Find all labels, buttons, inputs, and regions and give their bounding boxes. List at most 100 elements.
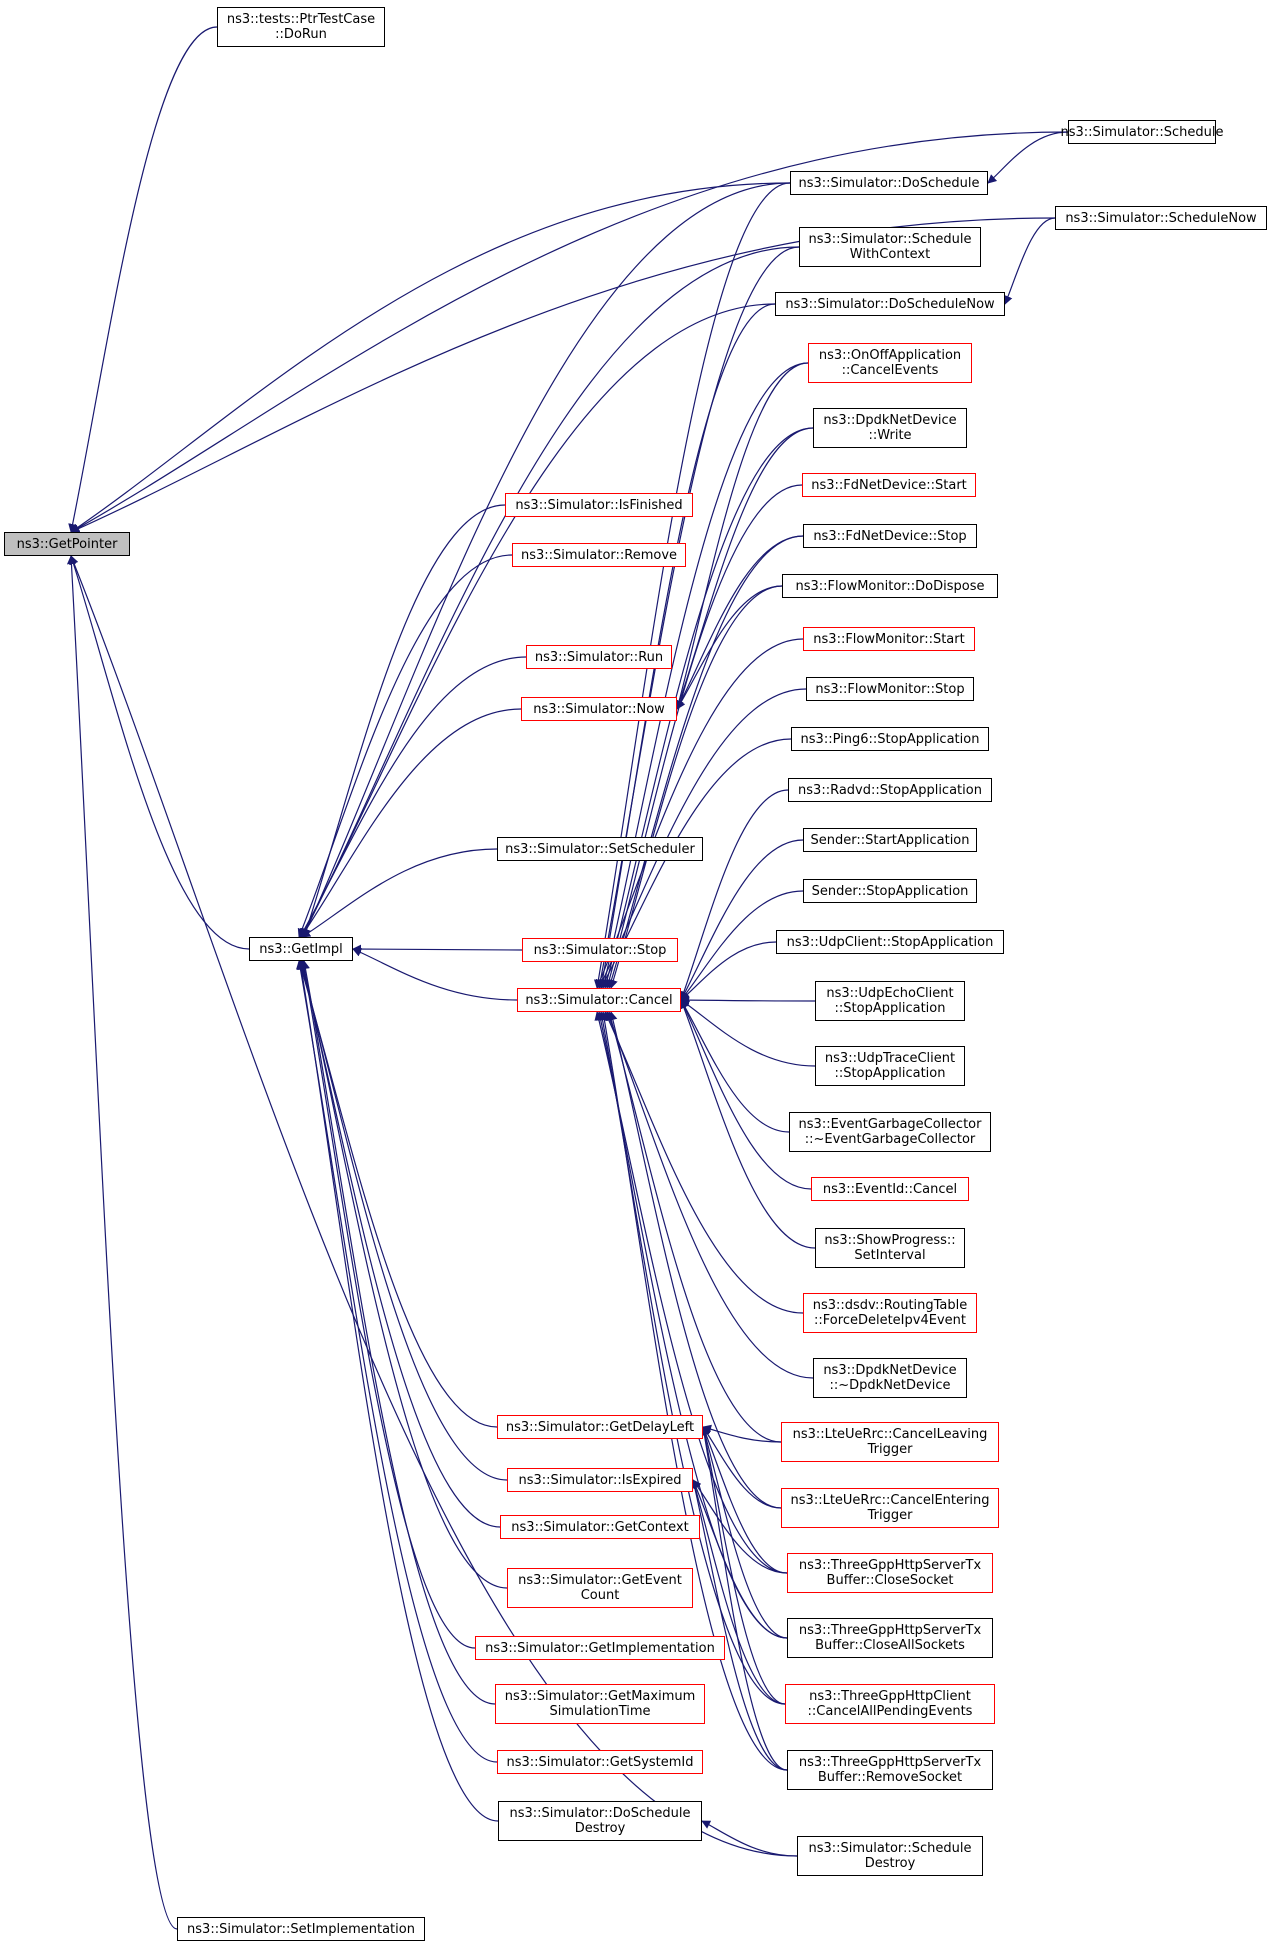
- edge-now-to-getimpl: [300, 708, 522, 938]
- graph-node-now[interactable]: ns3::Simulator::Now: [521, 697, 677, 721]
- graph-node-label: ns3::Simulator::Remove: [520, 547, 678, 563]
- edge-ptrtestcase-to-getpointer: [68, 26, 218, 533]
- graph-node-run[interactable]: ns3::Simulator::Run: [526, 645, 672, 669]
- graph-node-label: ::CancelAllPendingEvents: [807, 1704, 973, 1719]
- edge-getmaximum-to-getimpl: [301, 960, 496, 1705]
- graph-node-label: Buffer::RemoveSocket: [817, 1770, 963, 1785]
- graph-node-getdelayleft[interactable]: ns3::Simulator::GetDelayLeft: [497, 1415, 703, 1439]
- graph-node-tgppcancelall[interactable]: ns3::ThreeGppHttpClient::CancelAllPendin…: [785, 1684, 995, 1724]
- graph-node-udpclientstop[interactable]: ns3::UdpClient::StopApplication: [776, 930, 1004, 954]
- graph-node-label: ::Write: [868, 428, 912, 443]
- graph-node-label: ns3::GetPointer: [16, 536, 118, 552]
- edge-setimplementation-to-getpointer: [66, 555, 178, 1930]
- graph-node-label: ns3::ThreeGppHttpServerTx: [798, 1558, 982, 1573]
- graph-node-label: ns3::UdpTraceClient: [824, 1051, 956, 1066]
- edge-ltecancelentering-to-getdelayleft: [702, 1426, 782, 1509]
- graph-node-label: ns3::Simulator::DoSchedule: [509, 1806, 691, 1821]
- graph-node-doschedule[interactable]: ns3::Simulator::DoSchedule: [790, 171, 988, 195]
- graph-node-senderstop[interactable]: Sender::StopApplication: [803, 879, 977, 903]
- graph-node-label: ns3::Simulator::DoSchedule: [798, 175, 980, 191]
- graph-node-label: ns3::Simulator::IsFinished: [515, 497, 683, 513]
- graph-node-showprogress[interactable]: ns3::ShowProgress::SetInterval: [815, 1228, 965, 1268]
- graph-node-label: ns3::Simulator::ScheduleNow: [1065, 210, 1257, 226]
- edge-doschedule-to-getpointer: [70, 182, 791, 533]
- graph-node-label: ns3::dsdv::RoutingTable: [812, 1298, 968, 1313]
- graph-node-schedule[interactable]: ns3::Simulator::Schedule: [1060, 120, 1224, 144]
- graph-node-doschedulenow[interactable]: ns3::Simulator::DoScheduleNow: [775, 292, 1005, 316]
- edge-schedule-to-doschedule: [987, 131, 1069, 184]
- graph-node-isexpired[interactable]: ns3::Simulator::IsExpired: [507, 1468, 693, 1492]
- graph-node-onoffcancel[interactable]: ns3::OnOffApplication::CancelEvents: [808, 343, 972, 383]
- graph-node-dpdkwrite[interactable]: ns3::DpdkNetDevice::Write: [813, 408, 967, 448]
- graph-node-fmstart[interactable]: ns3::FlowMonitor::Start: [803, 627, 975, 651]
- edge-ltecancelleaving-to-cancel: [606, 1011, 782, 1443]
- graph-node-getsystemid[interactable]: ns3::Simulator::GetSystemId: [497, 1750, 703, 1774]
- graph-node-ping6stop[interactable]: ns3::Ping6::StopApplication: [791, 727, 989, 751]
- graph-node-label: ::~DpdkNetDevice: [829, 1378, 951, 1393]
- graph-node-fdstart[interactable]: ns3::FdNetDevice::Start: [802, 473, 976, 497]
- edge-getevent-to-getimpl: [299, 960, 508, 1589]
- graph-node-label: ns3::Simulator::GetDelayLeft: [505, 1419, 695, 1435]
- graph-node-setimplementation[interactable]: ns3::Simulator::SetImplementation: [177, 1917, 425, 1941]
- graph-node-label: ns3::Simulator::GetEvent: [518, 1573, 682, 1588]
- graph-node-getcontext[interactable]: ns3::Simulator::GetContext: [500, 1515, 700, 1539]
- graph-node-egc[interactable]: ns3::EventGarbageCollector::~EventGarbag…: [789, 1112, 991, 1152]
- edge-tgppclose-to-getdelayleft: [701, 1426, 788, 1574]
- graph-node-cancel[interactable]: ns3::Simulator::Cancel: [517, 988, 681, 1012]
- graph-node-ptrtestcase[interactable]: ns3::tests::PtrTestCase::DoRun: [217, 7, 385, 47]
- graph-node-getimpl[interactable]: ns3::GetImpl: [249, 937, 353, 961]
- edge-senderstop-to-cancel: [680, 890, 804, 1001]
- edge-scheduledestroy-to-doscheduledestroy: [701, 1820, 798, 1857]
- graph-node-dsdv[interactable]: ns3::dsdv::RoutingTable::ForceDeleteIpv4…: [803, 1293, 977, 1333]
- graph-node-senderstart[interactable]: Sender::StartApplication: [803, 828, 977, 852]
- graph-node-label: ns3::EventGarbageCollector: [798, 1117, 982, 1132]
- graph-node-label: ns3::ThreeGppHttpServerTx: [798, 1755, 982, 1770]
- graph-node-fmstop[interactable]: ns3::FlowMonitor::Stop: [806, 677, 974, 701]
- graph-node-udptracestop[interactable]: ns3::UdpTraceClient::StopApplication: [815, 1046, 965, 1086]
- graph-node-udpechostop[interactable]: ns3::UdpEchoClient::StopApplication: [815, 981, 965, 1021]
- graph-node-remove[interactable]: ns3::Simulator::Remove: [512, 543, 686, 567]
- graph-node-label: ns3::FlowMonitor::Start: [813, 631, 965, 647]
- graph-node-label: ::~EventGarbageCollector: [804, 1132, 976, 1147]
- graph-node-setscheduler[interactable]: ns3::Simulator::SetScheduler: [497, 837, 703, 861]
- edge-tgppremove-to-getdelayleft: [699, 1426, 788, 1771]
- graph-node-label: ns3::DpdkNetDevice: [823, 1363, 957, 1378]
- graph-node-radvdstop[interactable]: ns3::Radvd::StopApplication: [788, 778, 992, 802]
- graph-node-dpdkdtor[interactable]: ns3::DpdkNetDevice::~DpdkNetDevice: [813, 1358, 967, 1398]
- graph-node-label: Count: [580, 1588, 620, 1603]
- edge-onoffcancel-to-now: [674, 362, 809, 710]
- graph-node-fmdispose[interactable]: ns3::FlowMonitor::DoDispose: [782, 574, 998, 598]
- graph-node-schedulenow[interactable]: ns3::Simulator::ScheduleNow: [1055, 206, 1267, 230]
- graph-node-stop[interactable]: ns3::Simulator::Stop: [522, 938, 678, 962]
- edge-tgppcancelall-to-isexpired: [690, 1479, 786, 1705]
- edge-dsdv-to-cancel: [604, 1011, 804, 1314]
- edge-tgppclose-to-isexpired: [692, 1479, 788, 1574]
- edge-fdstop-to-cancel: [607, 535, 804, 989]
- graph-node-label: ns3::Simulator::Stop: [533, 942, 667, 958]
- graph-node-label: ns3::Simulator::GetMaximum: [504, 1689, 696, 1704]
- graph-node-isfinished[interactable]: ns3::Simulator::IsFinished: [505, 493, 693, 517]
- graph-node-label: ns3::Simulator::SetScheduler: [505, 841, 695, 857]
- graph-node-label: ns3::Simulator::SetImplementation: [187, 1921, 415, 1937]
- graph-node-label: SetInterval: [854, 1248, 926, 1263]
- graph-node-label: ns3::Simulator::Now: [533, 701, 665, 717]
- graph-node-label: ::StopApplication: [834, 1066, 946, 1081]
- edge-doschedule-to-getimpl: [302, 182, 791, 938]
- edge-getdelayleft-to-getimpl: [297, 960, 498, 1428]
- graph-node-label: SimulationTime: [549, 1704, 651, 1719]
- graph-node-fdstop[interactable]: ns3::FdNetDevice::Stop: [803, 524, 977, 548]
- graph-node-label: Sender::StartApplication: [810, 832, 970, 848]
- graph-node-label: ::DoRun: [275, 27, 327, 42]
- graph-node-eventidcancel[interactable]: ns3::EventId::Cancel: [811, 1177, 969, 1201]
- graph-node-getimplementation[interactable]: ns3::Simulator::GetImplementation: [475, 1636, 725, 1660]
